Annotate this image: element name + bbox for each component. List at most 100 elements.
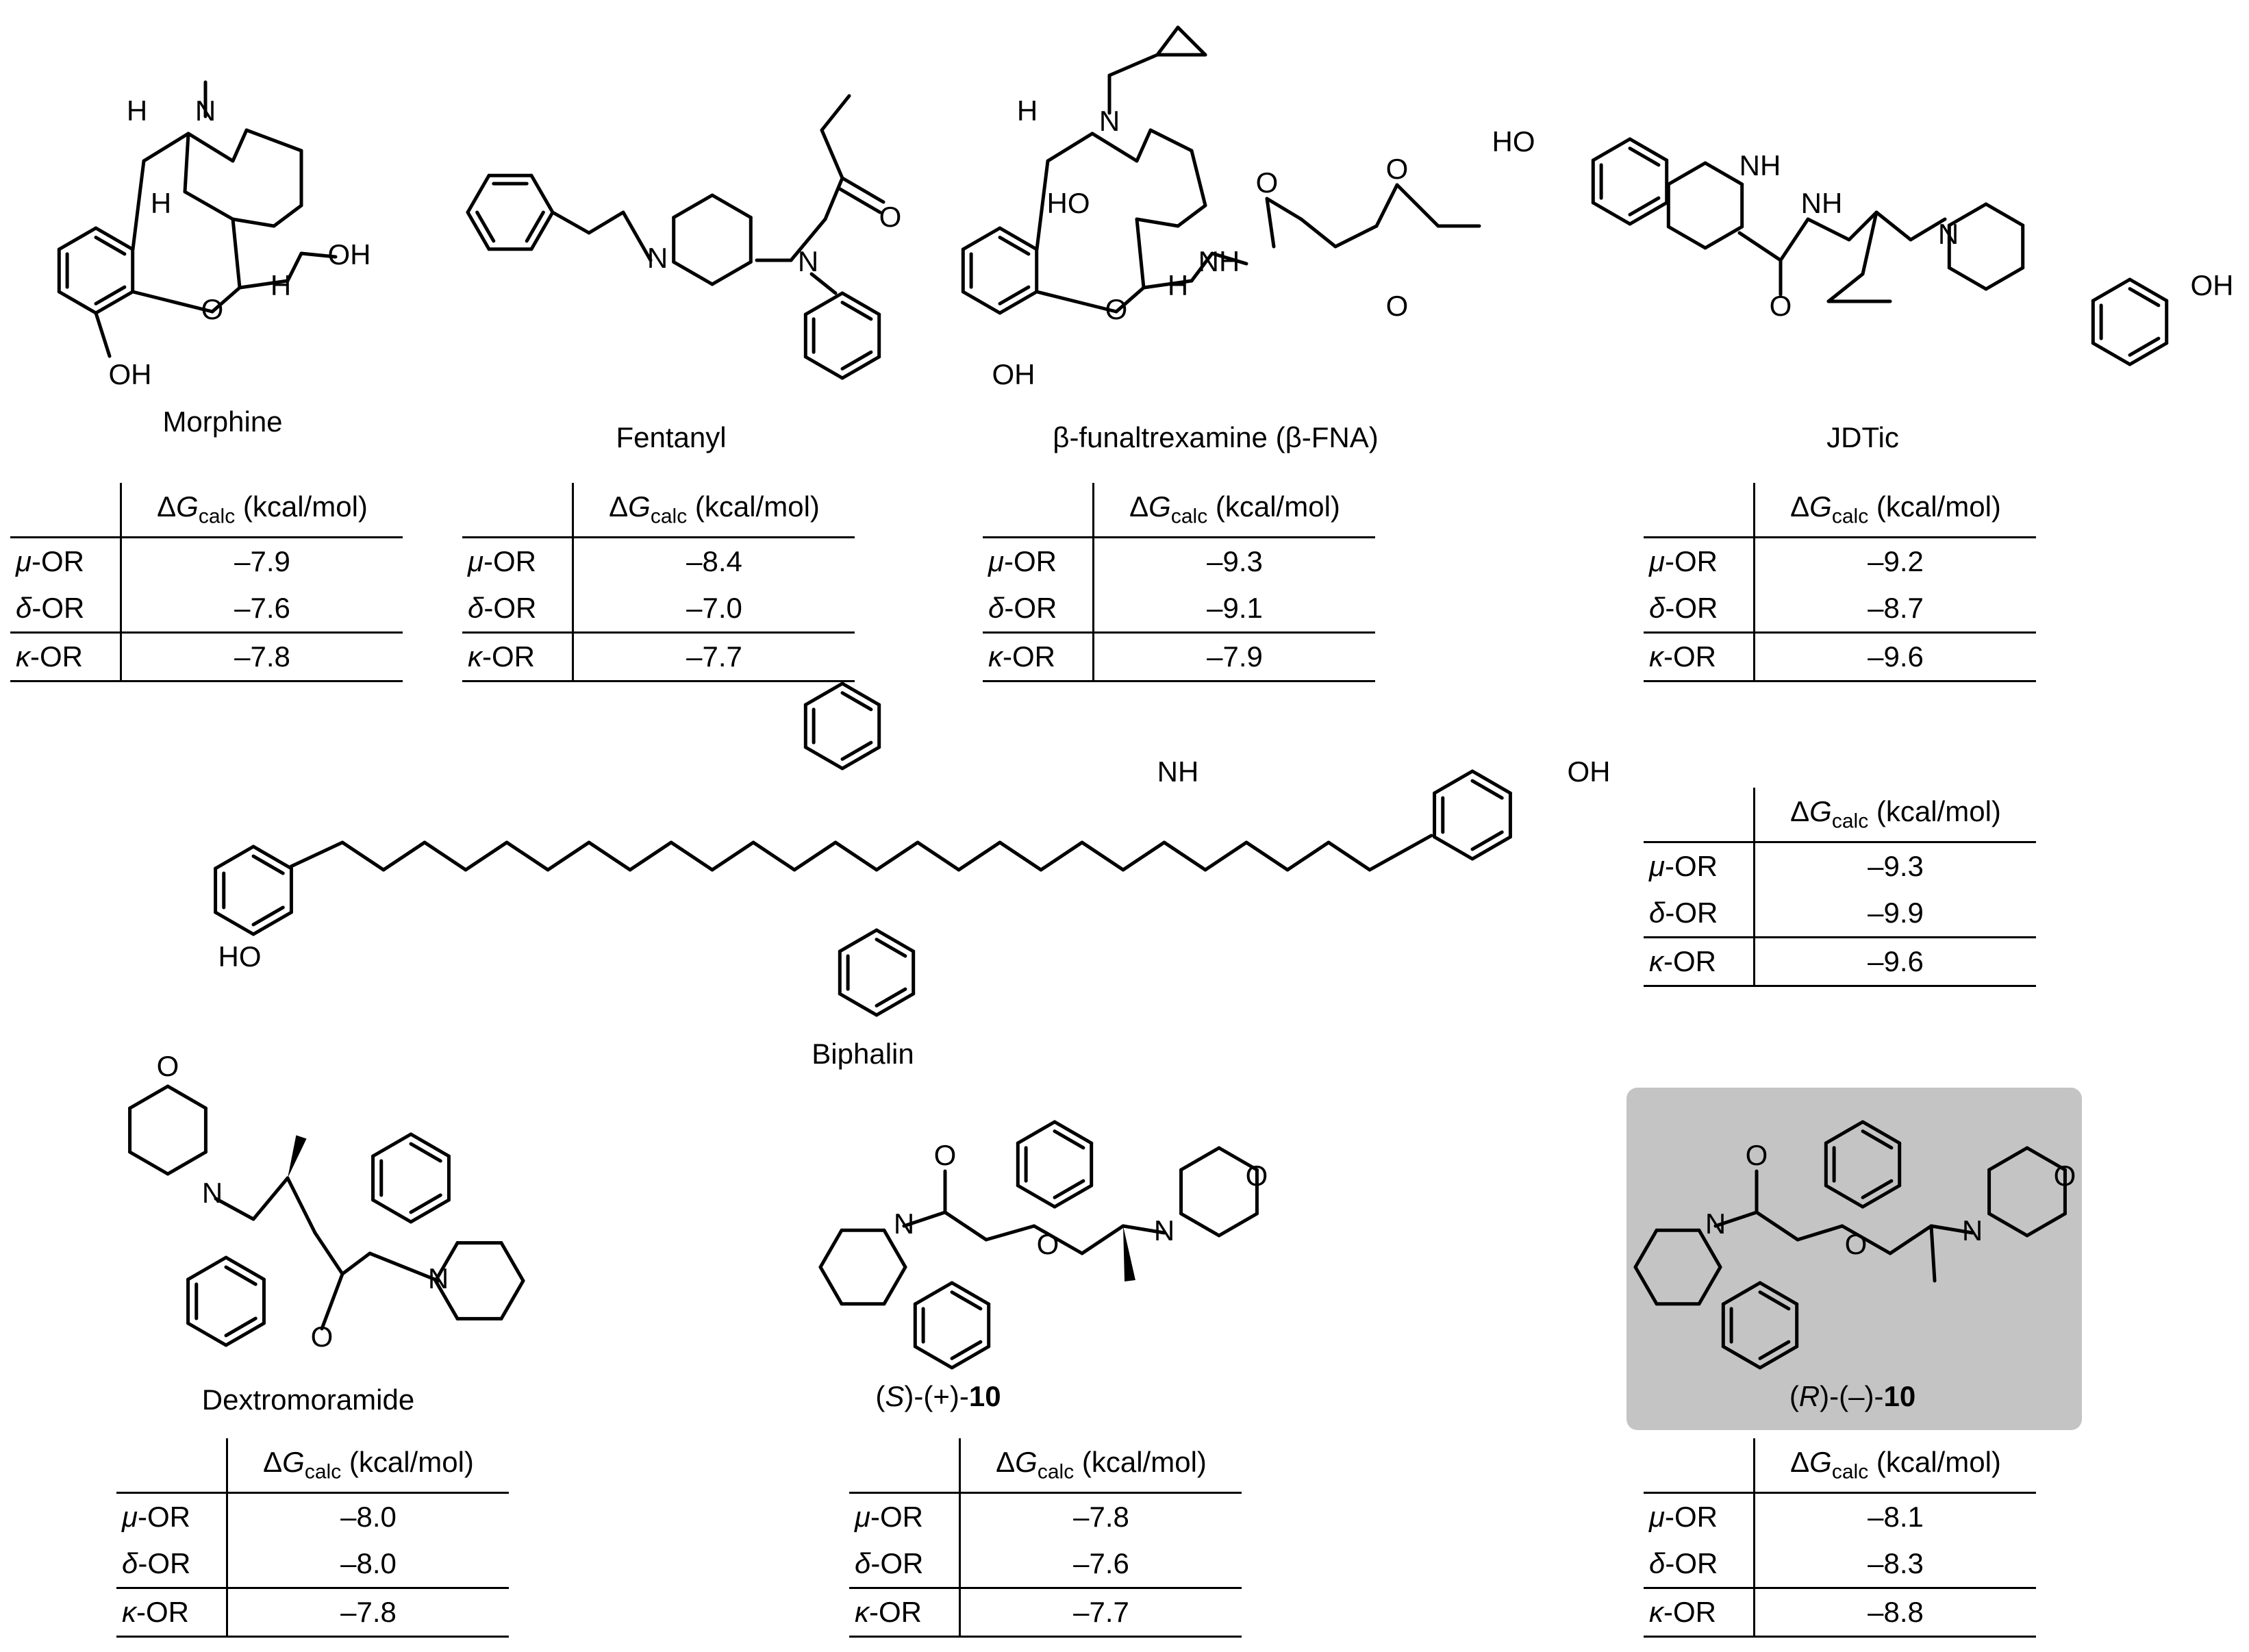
dextro-morpholine (128, 1084, 170, 1110)
bfna-bond (1190, 149, 1207, 208)
label-jdtic: JDTic (1826, 421, 1899, 453)
dextro-chain (286, 1176, 317, 1235)
label-morphine: Morphine (162, 405, 283, 438)
fentanyl-aniline (840, 355, 881, 380)
bfna-cyclopropylmethyl (1176, 25, 1207, 57)
table-row: δ-OR–9.9 (1644, 890, 2036, 938)
bfna-bond (1135, 128, 1153, 163)
table-row: μ-OR–9.3 (1644, 842, 2036, 890)
jdtic-chain (1909, 217, 1947, 242)
dextro-phenyl1-double (409, 1193, 442, 1214)
biphalin-backbone (1285, 840, 1331, 872)
s10-pyrrolidine (818, 1228, 844, 1269)
r10-carbonyl-o: O (1746, 1139, 1768, 1171)
receptor-label: κ-OR (462, 632, 574, 682)
jdtic-thiq-ring (1666, 225, 1707, 250)
table-row: κ-OR–7.9 (983, 632, 1375, 682)
jdtic-nitrogen: N (1938, 218, 1959, 250)
dextro-phenyl1 (409, 1132, 451, 1158)
bfna-bond (1073, 299, 1118, 314)
jdtic-isopropyl (1826, 272, 1865, 303)
receptor-label: μ-OR (462, 537, 574, 585)
label-s10: (S)-(+)-10 (875, 1380, 1001, 1412)
bfna-fumaramide (1374, 183, 1399, 228)
biphalin-phe1-ring-double (840, 691, 873, 712)
table-corner (462, 483, 574, 538)
biphalin-tyr2-ring (1470, 769, 1512, 795)
biphalin-tyr2-ring-double (1470, 779, 1504, 800)
energy-value: –9.6 (1754, 937, 2036, 987)
energy-value: –8.1 (1868, 1501, 1924, 1533)
morphine-nitrogen: N (195, 95, 216, 127)
table-corner (116, 1438, 228, 1494)
energy-value: –7.7 (573, 632, 855, 682)
receptor-label: μ-OR (1644, 1492, 1755, 1540)
bfna-bond (1142, 279, 1194, 290)
biphalin-tyr1-ring (251, 844, 293, 871)
bfna-ester-carbonyl: O (1386, 290, 1409, 322)
table-corner (1644, 1438, 1755, 1494)
table-row: κ-OR–8.8 (1644, 1588, 2036, 1638)
label-bfna: β-funaltrexamine (β-FNA) (1053, 421, 1379, 453)
bfna-amide-o: O (1256, 166, 1279, 199)
dextro-chain (251, 1176, 290, 1221)
energy-value: –7.0 (573, 585, 855, 634)
morphine-bond (210, 286, 242, 314)
biphalin-tyr2-ring-double (1470, 830, 1504, 851)
morphine-bond (183, 190, 235, 221)
table-header: ΔGcalc (kcal/mol) (1093, 483, 1375, 538)
s10-phenyl1-double (1053, 1179, 1085, 1199)
receptor-label: μ-OR (116, 1492, 228, 1540)
table-header: ΔGcalc (kcal/mol) (1754, 1438, 2036, 1494)
receptor-label: δ-OR (1644, 585, 1755, 634)
energy-value: –7.7 (959, 1588, 1242, 1638)
bfna-nh: NH (1198, 245, 1240, 277)
biphalin-backbone (1327, 840, 1372, 872)
biphalin-backbone (916, 840, 961, 872)
biphalin-backbone (957, 840, 1002, 872)
r10-phenyl2-double (1758, 1340, 1791, 1360)
biphalin-backbone (1121, 840, 1166, 872)
bfna-aromatic-ring (998, 290, 1039, 315)
fentanyl-carbonyl (840, 176, 885, 204)
s10-ether-o: O (1037, 1228, 1059, 1260)
jdtic-phenol-ring-double (1628, 196, 1661, 216)
label-fentanyl: Fentanyl (616, 421, 727, 453)
biphalin-backbone (1368, 834, 1433, 872)
jdtic-hydroxyphenyl (2091, 341, 2132, 366)
bfna-fumaramide (1299, 217, 1337, 249)
bfna-cyclopropylmethyl (1155, 25, 1180, 57)
receptor-label: κ-OR (116, 1588, 228, 1638)
table-row: μ-OR–8.0 (116, 1492, 509, 1540)
jdtic-hydroxyphenyl (2128, 341, 2169, 366)
r10-chain (1796, 1224, 1844, 1242)
bfna-hydrogen: H (1168, 269, 1188, 301)
biphalin-backbone (1203, 840, 1248, 872)
receptor-label: κ-OR (849, 1588, 961, 1638)
bfna-fumaramide (1265, 197, 1276, 249)
jdtic-hydroxyphenyl (2091, 277, 2132, 303)
bfna-phenol: OH (992, 358, 1035, 390)
bfna-nitrogen: N (1099, 105, 1120, 137)
fentanyl-aniline-double (840, 301, 873, 321)
r10-ether-o: O (1845, 1228, 1868, 1260)
jdtic-phenol: HO (1492, 125, 1535, 158)
table-row: κ-OR–7.7 (462, 632, 855, 682)
morphine-bond (231, 128, 249, 163)
s10-pyrrolidine (882, 1265, 907, 1306)
fentanyl-aniline (840, 291, 881, 316)
biphalin-backbone (710, 840, 755, 872)
morphine-bond (231, 217, 276, 228)
s10-phenyl2-double (950, 1340, 983, 1360)
energy-value: –9.3 (1207, 545, 1263, 577)
energy-value: –7.9 (234, 545, 290, 577)
s10-phenyl2 (950, 1281, 991, 1306)
morphine-oh: OH (328, 238, 371, 271)
dextro-phenyl2 (186, 1255, 228, 1281)
fentanyl-phenyl-double (475, 210, 496, 243)
s10-phenyl2 (950, 1344, 991, 1370)
